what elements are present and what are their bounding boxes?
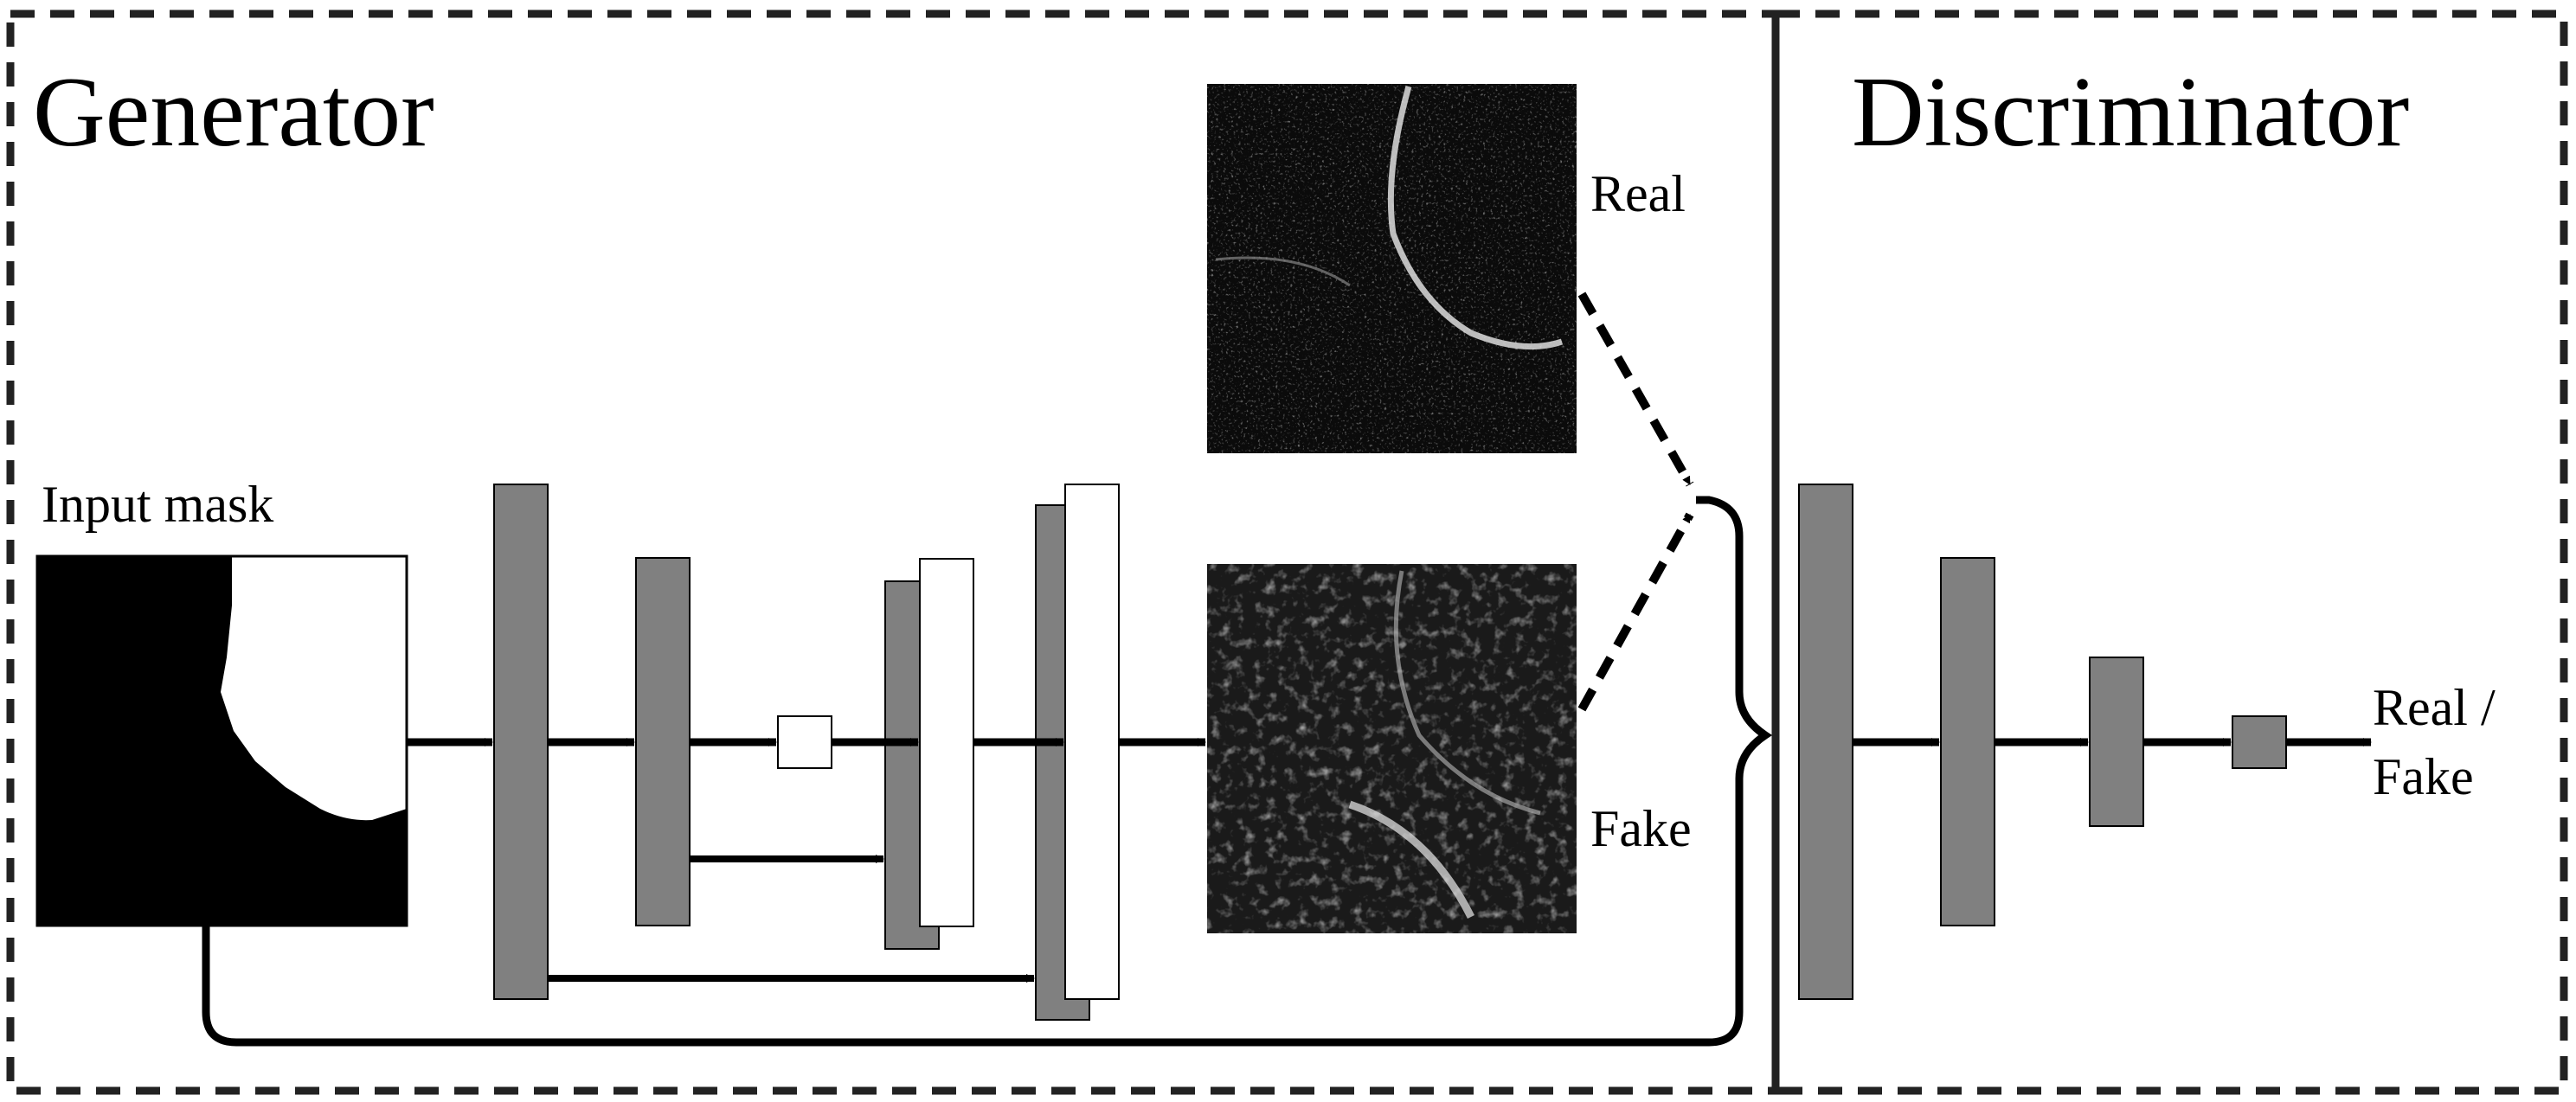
discriminator-title: Discriminator — [1852, 57, 2409, 168]
disc-layer-1 — [1798, 484, 1853, 1000]
disc-layer-2 — [1940, 557, 1995, 926]
encoder-layer-2 — [635, 557, 691, 926]
output-label-line2: Fake — [2373, 748, 2474, 805]
dashed-arrow-fake — [1577, 512, 1694, 712]
disc-layer-4 — [2232, 715, 2287, 769]
bottleneck — [777, 715, 832, 769]
mask-condition-path — [202, 496, 1773, 1047]
input-mask-label: Input mask — [42, 476, 273, 533]
output-label-line1: Real / — [2373, 679, 2496, 736]
encoder-layer-1 — [493, 484, 549, 1000]
real-image — [1207, 84, 1577, 453]
decoder-layer-2 — [919, 558, 974, 927]
generator-title: Generator — [33, 57, 434, 168]
disc-layer-3 — [2089, 657, 2144, 827]
input-mask-image — [35, 554, 408, 927]
generator-panel — [6, 10, 1780, 1095]
dashed-arrow-real — [1577, 292, 1694, 487]
decoder-layer-1 — [1064, 484, 1120, 1000]
real-label: Real — [1590, 165, 1686, 222]
discriminator-panel — [1771, 10, 2568, 1095]
fake-label: Fake — [1590, 800, 1692, 857]
fake-image — [1207, 564, 1577, 933]
